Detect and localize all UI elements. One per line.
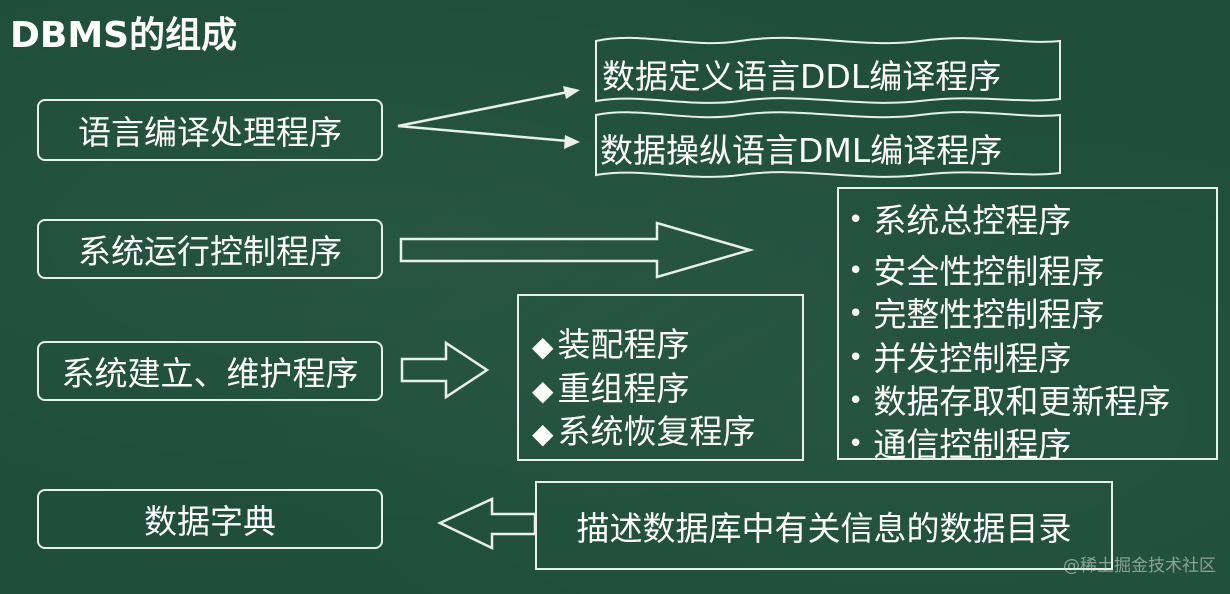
hollow-arrow-dictionary bbox=[437, 497, 537, 550]
bullet-icon: • bbox=[848, 299, 864, 329]
maintenance-program-item: ◆重组程序 bbox=[532, 369, 690, 408]
left-box-language-compiler: 语言编译处理程序 bbox=[37, 99, 383, 161]
bullet-icon: • bbox=[848, 205, 864, 235]
runtime-program-item: •安全性控制程序 bbox=[848, 252, 1105, 291]
diamond-bullet-icon: ◆ bbox=[532, 417, 554, 450]
runtime-program-item: •数据存取和更新程序 bbox=[848, 382, 1171, 421]
maintenance-program-item: ◆装配程序 bbox=[532, 325, 690, 364]
dictionary-description-box: 描述数据库中有关信息的数据目录 bbox=[535, 481, 1113, 570]
hollow-arrow-runtime bbox=[399, 221, 755, 279]
fork-arrow-lower-head bbox=[564, 135, 580, 149]
scroll-banner-dml bbox=[595, 111, 1061, 178]
fork-arrow-lower bbox=[397, 124, 569, 143]
left-box-runtime-control: 系统运行控制程序 bbox=[37, 219, 383, 279]
fork-arrow-upper-head bbox=[563, 86, 580, 99]
watermark: @稀土掘金技术社区 bbox=[1063, 556, 1216, 576]
scroll-banner-ddl bbox=[595, 36, 1061, 104]
runtime-program-item: •系统总控程序 bbox=[848, 201, 1072, 240]
dictionary-description-label: 描述数据库中有关信息的数据目录 bbox=[576, 508, 1072, 548]
maintenance-programs-box bbox=[517, 294, 804, 461]
bullet-icon: • bbox=[848, 343, 864, 373]
bullet-icon: • bbox=[848, 256, 864, 286]
runtime-program-item: •完整性控制程序 bbox=[848, 295, 1105, 334]
hollow-arrow-maintenance bbox=[400, 340, 490, 400]
diamond-bullet-icon: ◆ bbox=[532, 374, 554, 407]
runtime-programs-box bbox=[837, 187, 1218, 460]
runtime-program-item: •并发控制程序 bbox=[848, 339, 1072, 378]
diamond-bullet-icon: ◆ bbox=[532, 330, 554, 363]
dml-compiler-label: 数据操纵语言DML编译程序 bbox=[600, 131, 1003, 170]
maintenance-program-item: ◆系统恢复程序 bbox=[532, 412, 756, 451]
bullet-icon: • bbox=[848, 386, 864, 416]
page-title: DBMS的组成 bbox=[10, 15, 238, 56]
left-box-label: 数据字典 bbox=[144, 502, 276, 541]
fork-arrow-upper bbox=[397, 90, 569, 128]
left-box-label: 语言编译处理程序 bbox=[78, 113, 342, 152]
left-box-label: 系统运行控制程序 bbox=[78, 232, 342, 271]
bullet-icon: • bbox=[848, 429, 864, 459]
runtime-program-item: •通信控制程序 bbox=[848, 425, 1072, 464]
left-box-label: 系统建立、维护程序 bbox=[61, 354, 359, 393]
ddl-compiler-label: 数据定义语言DDL编译程序 bbox=[602, 57, 1002, 96]
left-box-data-dictionary: 数据字典 bbox=[37, 489, 383, 549]
left-box-build-maintain: 系统建立、维护程序 bbox=[37, 341, 383, 401]
